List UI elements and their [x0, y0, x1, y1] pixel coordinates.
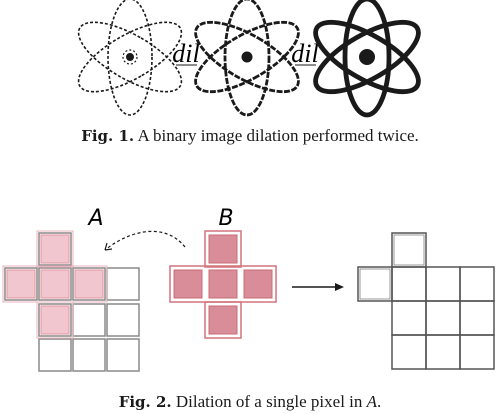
grid-a-cell: [38, 232, 72, 266]
b-cell: [208, 234, 238, 264]
grid-a-cell: [106, 267, 140, 301]
set-b-label: B: [218, 206, 233, 231]
b-cell: [208, 269, 238, 299]
figure-1-label: Fig. 1.: [81, 127, 135, 145]
set-a-label: A: [86, 206, 103, 231]
grid-a-cell: [4, 267, 38, 301]
grid-a-cell: [38, 267, 72, 301]
placement-arrow: [104, 230, 186, 251]
atom-dilated-once: [184, 0, 310, 117]
grid-a-cell: [38, 303, 72, 337]
figure-1-caption: Fig. 1. A binary image dilation performe…: [0, 126, 500, 146]
result-arrow: [292, 283, 344, 291]
figure-2-caption-end: .: [377, 392, 382, 411]
grid-a-cell: [106, 338, 140, 372]
result-cell: [459, 300, 495, 336]
overlay-cell: [40, 234, 70, 264]
overlay-cell: [40, 305, 70, 335]
result-cell: [425, 266, 461, 302]
result-cell: [425, 300, 461, 336]
b-cell: [173, 269, 203, 299]
atom-original: [67, 0, 193, 116]
figure-2-label: Fig. 2.: [118, 393, 172, 411]
figure-2-caption-set: A: [366, 392, 378, 411]
result-cell: [459, 334, 495, 370]
b-cell: [208, 305, 238, 335]
result-cell: [391, 300, 427, 336]
result-cell: [391, 266, 427, 302]
dilation-operator-1: dil: [172, 39, 199, 68]
grid-a-cell: [106, 303, 140, 337]
result-cell: [425, 334, 461, 370]
grid-a-cell: [72, 303, 106, 337]
result-grid: [357, 232, 495, 370]
b-cell: [243, 269, 273, 299]
structuring-element-b: [169, 230, 277, 339]
figure-1-caption-text: A binary image dilation performed twice.: [134, 126, 419, 145]
figure-2-caption: Fig. 2. Dilation of a single pixel in A.: [0, 392, 500, 412]
result-cell: [357, 266, 393, 302]
grid-a-cell: [72, 267, 106, 301]
grid-a-cell: [72, 338, 106, 372]
atom-dilated-twice: [306, 0, 428, 115]
result-cell: [391, 334, 427, 370]
overlay-cell: [6, 269, 36, 299]
result-cell: [459, 266, 495, 302]
grid-a-cell: [38, 338, 72, 372]
figure-2-caption-text: Dilation of a single pixel in: [171, 392, 367, 411]
grid-a: [2, 230, 140, 372]
dilation-operator-2: dil: [291, 39, 318, 68]
overlay-cell: [40, 269, 70, 299]
result-cell: [391, 232, 427, 268]
overlay-cell: [74, 269, 104, 299]
